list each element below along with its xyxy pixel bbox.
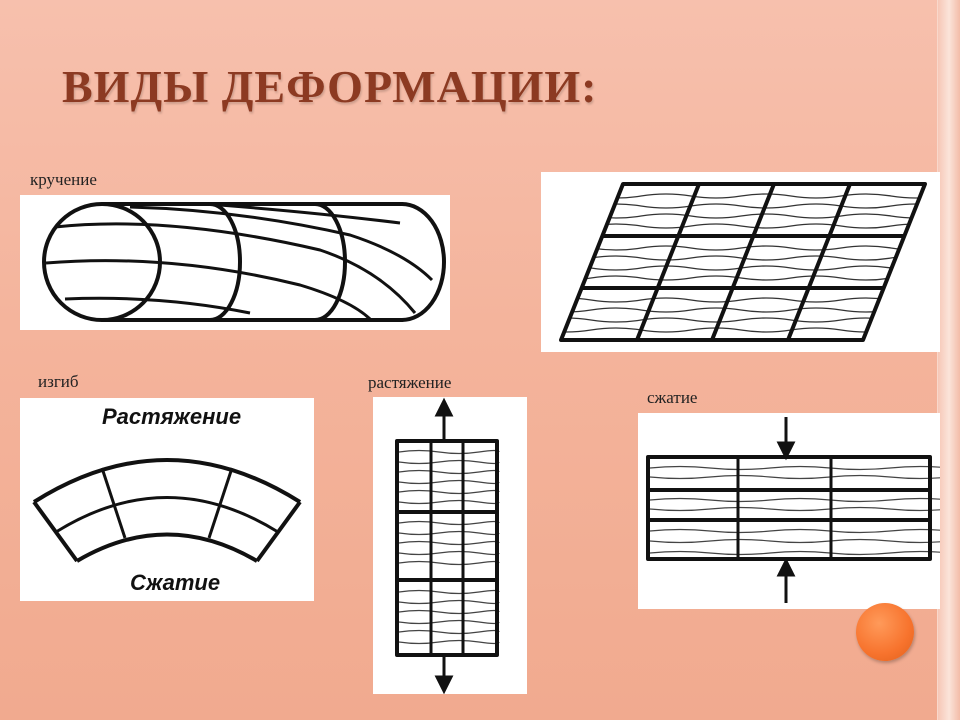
bending-compression-text: Сжатие <box>130 570 220 595</box>
bending-tension-text: Растяжение <box>102 404 241 429</box>
torsion-label: кручение <box>30 170 97 189</box>
orange-decorative-dot <box>856 603 914 661</box>
slide-title: ВИДЫ ДЕФОРМАЦИИ: <box>62 61 598 112</box>
bending-figure: Растяжение Сжатие <box>20 398 314 601</box>
bending-label: изгиб <box>38 372 79 391</box>
shear-figure <box>541 172 940 352</box>
right-decorative-strip <box>937 0 960 720</box>
right-decorative-line <box>949 0 950 720</box>
tension-label: растяжение <box>368 373 452 392</box>
tension-figure <box>373 397 527 694</box>
torsion-figure <box>20 195 450 330</box>
compression-figure <box>638 413 940 609</box>
compression-label: сжатие <box>647 388 698 407</box>
